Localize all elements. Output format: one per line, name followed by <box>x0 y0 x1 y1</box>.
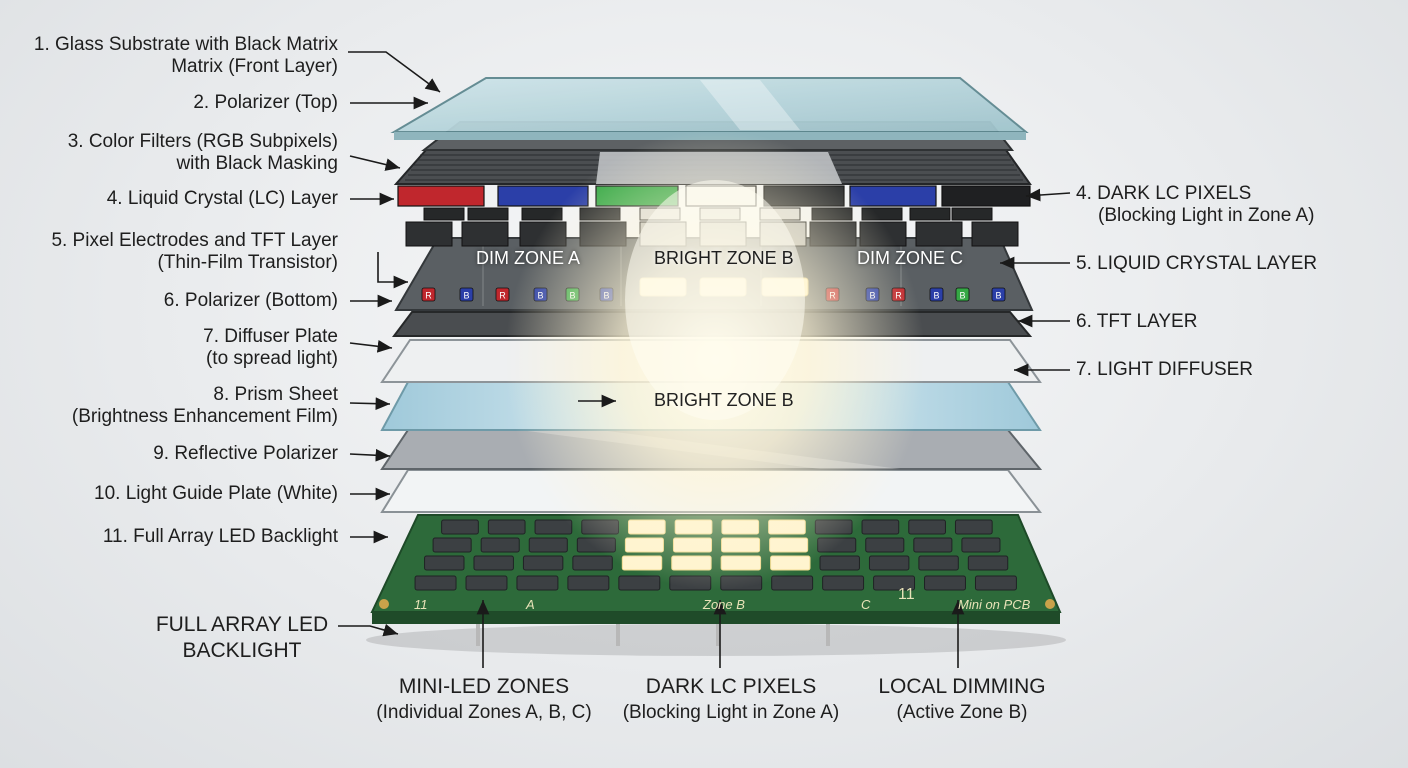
label-prism-sheet: 8. Prism Sheet(Brightness Enhancement Fi… <box>71 384 338 427</box>
pcb-marking-c: C <box>861 597 871 612</box>
led-dark <box>424 555 465 571</box>
led-dark <box>567 575 610 591</box>
subpixel-marker <box>459 287 474 302</box>
bottom-leader-lines <box>476 600 965 668</box>
label-led-backlight: 11. Full Array LED Backlight <box>102 526 338 547</box>
label-tft-layer: 6. TFT LAYER <box>1076 311 1198 332</box>
left-leader-lines <box>338 51 616 637</box>
led-dark <box>822 575 865 591</box>
led-dark <box>572 555 613 571</box>
glow-core <box>625 180 805 420</box>
pcb-marking-a: A <box>526 597 535 612</box>
subpixel-letter: R <box>499 291 506 301</box>
lc-block <box>909 207 951 221</box>
lc-block <box>467 207 509 221</box>
led-dark <box>528 537 568 553</box>
zone-label-dim-a: DIM ZONE A <box>476 248 581 268</box>
subpixel-marker <box>991 287 1006 302</box>
label-diffuser-plate: 7. Diffuser Plate(to spread light) <box>203 326 338 369</box>
led-dark <box>441 519 479 535</box>
label-polarizer-top: 2. Polarizer (Top) <box>193 92 338 113</box>
label-mini-led-zones: MINI-LED ZONES(Individual Zones A, B, C) <box>376 675 592 723</box>
subpixel-marker <box>929 287 944 302</box>
led-dark <box>414 575 457 591</box>
subpixel-letter: B <box>933 291 939 301</box>
right-leader-lines <box>1000 188 1071 377</box>
led-dark <box>522 555 564 571</box>
led-dark <box>618 575 661 591</box>
led-dark <box>480 537 520 553</box>
led-dark <box>865 537 905 553</box>
label-polarizer-bottom: 6. Polarizer (Bottom) <box>163 290 338 311</box>
led-dark <box>861 519 900 535</box>
subpixel-marker <box>421 287 436 302</box>
label-local-dimming: LOCAL DIMMING(Active Zone B) <box>878 675 1046 723</box>
glass-reflection <box>700 80 800 130</box>
lc-block <box>971 221 1019 247</box>
label-liquid-crystal-layer: 5. LIQUID CRYSTAL LAYER <box>1076 253 1318 274</box>
label-liquid-crystal: 4. Liquid Crystal (LC) Layer <box>106 188 338 209</box>
led-dark <box>954 519 993 535</box>
zone-label-bright-b-lower: BRIGHT ZONE B <box>654 390 794 410</box>
subpixel-letter: B <box>995 291 1001 301</box>
led-dark <box>487 519 526 535</box>
pcb-marking-11-right: 11 <box>898 586 915 603</box>
label-reflective-polarizer: 9. Reflective Polarizer <box>153 443 338 464</box>
lc-color-block <box>941 185 1031 207</box>
subpixel-marker <box>495 287 510 302</box>
label-dark-lc-pixels-bottom: DARK LC PIXELS(Blocking Light in Zone A) <box>622 675 840 723</box>
led-dark <box>913 537 953 553</box>
led-dark <box>967 555 1009 571</box>
zone-label-bright-b: BRIGHT ZONE B <box>654 248 794 268</box>
label-dark-lc-pixels-right: 4. DARK LC PIXELS(Blocking Light in Zone… <box>1076 183 1315 226</box>
lc-block <box>405 221 453 247</box>
subpixel-marker <box>955 287 970 302</box>
led-dark <box>868 555 910 571</box>
led-dark <box>961 537 1001 553</box>
subpixel-letter: B <box>959 291 965 301</box>
led-dark <box>918 555 959 571</box>
led-dark <box>473 555 514 571</box>
label-color-filters: 3. Color Filters (RGB Subpixels)with Bla… <box>67 131 338 174</box>
zone-label-dim-c: DIM ZONE C <box>857 248 963 268</box>
led-dark <box>432 537 472 553</box>
led-dark <box>974 575 1017 591</box>
label-light-diffuser: 7. LIGHT DIFFUSER <box>1076 359 1254 380</box>
led-dark <box>819 555 860 571</box>
subpixel-letter: B <box>463 291 469 301</box>
led-dark <box>908 519 946 535</box>
lc-color-block <box>397 185 485 207</box>
label-pixel-electrodes: 5. Pixel Electrodes and TFT Layer(Thin-F… <box>51 230 338 273</box>
pcb-marking-note: Mini on PCB <box>958 597 1031 612</box>
label-light-guide-plate: 10. Light Guide Plate (White) <box>94 483 338 504</box>
lc-block <box>915 221 963 247</box>
pcb-marking-11-left: 11 <box>414 597 428 612</box>
led-dark <box>873 575 916 591</box>
led-dark <box>924 575 966 591</box>
pcb-marking-zone-b: Zone B <box>703 597 745 612</box>
lc-block <box>951 207 993 221</box>
subpixel-letter: R <box>425 291 432 301</box>
led-dark <box>465 575 508 591</box>
led-dark <box>771 575 814 591</box>
lc-block <box>461 221 509 247</box>
led-dark <box>516 575 559 591</box>
lc-block <box>423 207 465 221</box>
tft-trace <box>482 240 484 306</box>
